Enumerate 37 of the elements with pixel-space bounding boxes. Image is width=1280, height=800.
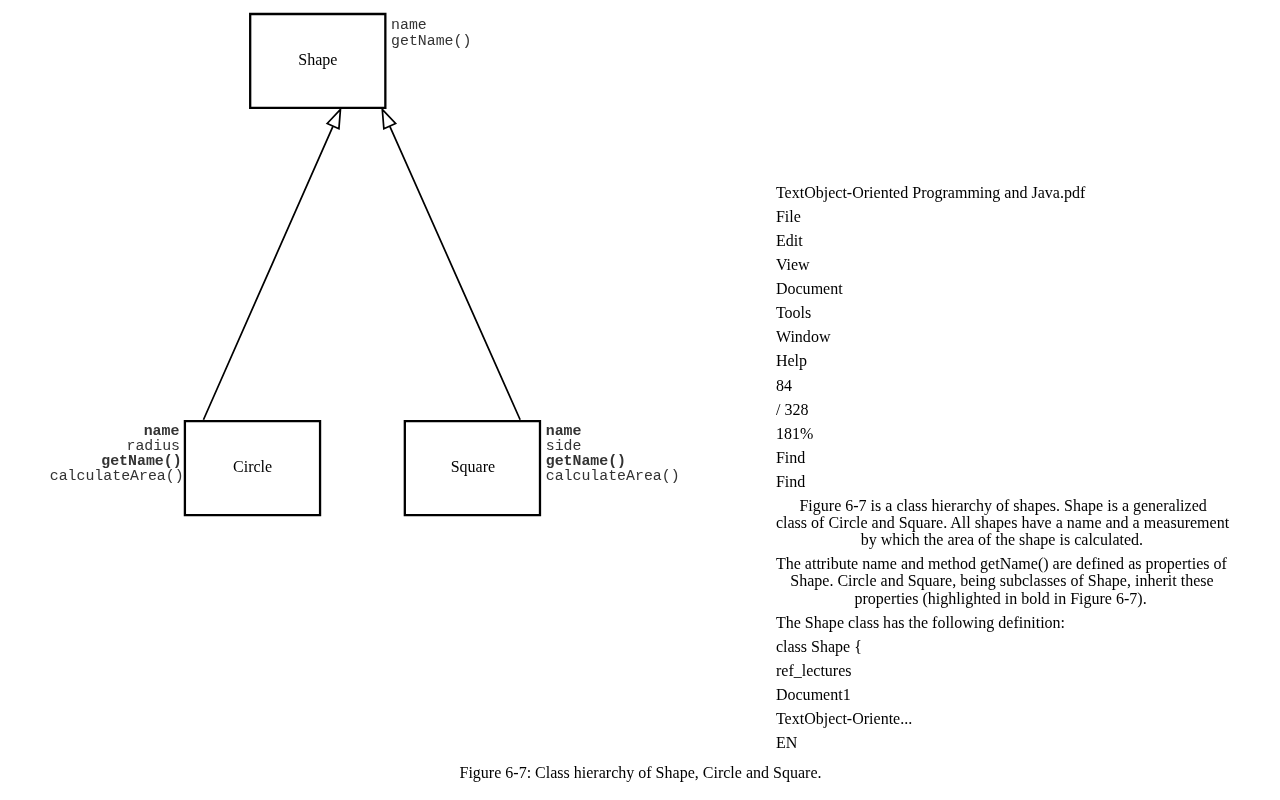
label: Help — [775, 352, 807, 370]
label: 181% — [775, 424, 813, 442]
label: Tools — [775, 304, 811, 322]
label: The attribute name and method getName() are defined as properties of Shape. Circle and Square, being subclasses of Shape, inherit these properties (highlighted in bold in Figure 6-7). — [775, 555, 1227, 607]
label: Find — [775, 472, 805, 490]
node-box: Shape — [248, 12, 386, 110]
label: Window — [775, 328, 830, 346]
label: TextObject-Oriented Programming and Java.pdf — [775, 184, 1085, 202]
label: View — [775, 256, 810, 274]
node-label: getName() — [390, 33, 471, 50]
caption: Figure 6-7: Class hierarchy of Shape, Circle and Square. — [458, 764, 822, 782]
node-label: getName() — [545, 453, 626, 470]
node-label: getName() — [100, 453, 182, 470]
node-box: Square — [403, 420, 541, 517]
node-label: name — [390, 17, 427, 34]
node-label: calculateArea() — [545, 468, 680, 485]
label: ref_lectures — [775, 661, 852, 679]
node-box: Circle — [183, 420, 321, 517]
node-label: radius — [125, 438, 180, 455]
label: / 328 — [775, 400, 808, 418]
arrow — [380, 106, 521, 421]
label: Edit — [775, 232, 803, 250]
label: Figure 6-7 is a class hierarchy of shapes. Shape is a generalized class of Circle and Square. All shapes have a name and a measurement by which the area of the shape is calculated. — [775, 496, 1229, 549]
label: EN — [775, 733, 797, 751]
label: Find — [775, 448, 805, 466]
node-label: name — [143, 423, 179, 440]
label: 84 — [775, 376, 792, 394]
label: class Shape { — [775, 637, 862, 655]
label: The Shape class has the following definition: — [775, 613, 1065, 631]
node-label: name — [545, 423, 581, 440]
label: Document1 — [775, 685, 851, 703]
label: TextObject-Oriente... — [775, 709, 912, 727]
node-label: calculateArea() — [49, 468, 184, 485]
label: Document — [775, 280, 843, 298]
node-label: side — [545, 438, 581, 455]
label: File — [775, 208, 801, 226]
arrow — [202, 106, 341, 421]
